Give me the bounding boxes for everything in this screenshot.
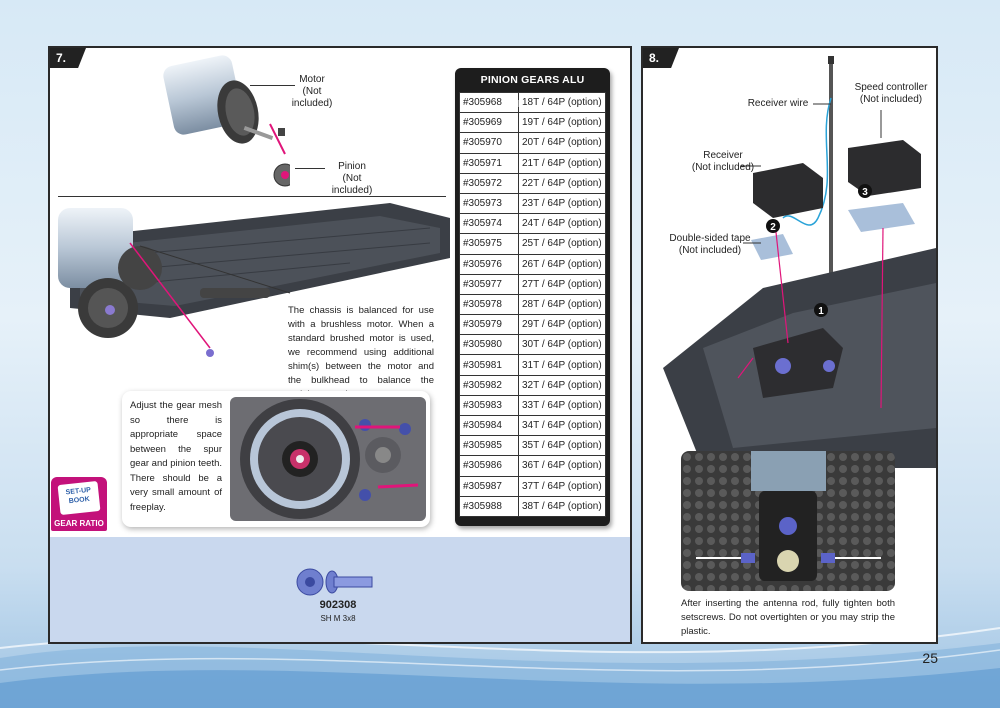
gear-spec-cell: 37T / 64P (option) — [518, 475, 606, 497]
background-swoosh — [0, 627, 1000, 708]
gear-spec-cell: 23T / 64P (option) — [518, 192, 606, 215]
screw-code: 902308 — [319, 599, 357, 611]
motor-illustration — [163, 55, 290, 187]
callout-2: 2 — [770, 222, 776, 233]
part-number-cell: #305975 — [459, 233, 519, 255]
callout-3: 3 — [862, 187, 868, 198]
setup-book-caption: GEAR RATIO — [54, 519, 104, 528]
screw-desc: SH M 3x8 — [320, 614, 356, 623]
part-number-cell: #305978 — [459, 293, 519, 316]
gear-spec-cell: 25T / 64P (option) — [518, 233, 606, 255]
part-number-cell: #305980 — [459, 334, 519, 356]
leader-line — [250, 85, 295, 86]
step-number: 7. — [50, 48, 86, 68]
gear-spec-cell: 33T / 64P (option) — [518, 394, 606, 417]
gear-spec-cell: 34T / 64P (option) — [518, 414, 606, 437]
page-number: 25 — [922, 650, 938, 666]
speed-controller-label: Speed controller (Not included) — [854, 82, 928, 105]
part-number-cell: #305986 — [459, 455, 519, 477]
gear-spec-cell: 22T / 64P (option) — [518, 172, 606, 194]
gear-spec-cell: 24T / 64P (option) — [518, 213, 606, 235]
gear-spec-cell: 28T / 64P (option) — [518, 293, 606, 316]
part-number-cell: #305979 — [459, 314, 519, 336]
receiver-label: Receiver (Not included) — [691, 150, 755, 173]
step-number: 8. — [643, 48, 679, 68]
part-number-cell: #305977 — [459, 273, 519, 295]
motor-label: Motor (Not included) — [291, 74, 333, 109]
part-number-cell: #305970 — [459, 132, 519, 154]
gear-spec-cell: 31T / 64P (option) — [518, 354, 606, 376]
gear-spec-cell: 26T / 64P (option) — [518, 253, 606, 275]
part-number-cell: #305976 — [459, 253, 519, 275]
gear-spec-cell: 38T / 64P (option) — [518, 495, 606, 517]
divider — [58, 196, 446, 197]
pinion-table-title: PINION GEARS ALU HARDCOATED — [480, 74, 585, 110]
antenna-closeup — [681, 451, 895, 591]
part-number-cell: #305982 — [459, 374, 519, 396]
part-number-cell: #305981 — [459, 354, 519, 376]
part-number-cell: #305974 — [459, 213, 519, 235]
parts-band: 902308 SH M 3x8 — [50, 537, 630, 642]
part-number-cell: #305973 — [459, 192, 519, 215]
step-7-panel: 7. Motor (Not included) Pinion (Not incl… — [48, 46, 632, 644]
gear-spec-cell: 20T / 64P (option) — [518, 132, 606, 154]
pinion-label: Pinion (Not included) — [331, 161, 373, 196]
gear-spec-cell: 36T / 64P (option) — [518, 455, 606, 477]
gear-spec-cell: 21T / 64P (option) — [518, 152, 606, 174]
part-number-cell: #305983 — [459, 394, 519, 417]
part-number-cell: #305987 — [459, 475, 519, 497]
part-number-cell: #305988 — [459, 495, 519, 517]
receiver-wire-label: Receiver wire — [747, 98, 809, 109]
part-number-cell: #305985 — [459, 435, 519, 457]
setup-book-badge[interactable]: SET-UP BOOK GEAR RATIO — [51, 477, 107, 531]
part-number-cell: #305971 — [459, 152, 519, 174]
gear-spec-cell: 35T / 64P (option) — [518, 435, 606, 457]
gear-spec-cell: 30T / 64P (option) — [518, 334, 606, 356]
gear-mesh-box: Adjust the gear mesh so there is appropr… — [122, 391, 430, 527]
step-8-panel: 8. 1 2 3 Receiver — [641, 46, 938, 644]
chassis-illustration — [50, 198, 450, 398]
gear-spec-cell: 32T / 64P (option) — [518, 374, 606, 396]
electronics-illustration: 1 2 3 — [663, 56, 936, 468]
part-number-cell: #305984 — [459, 414, 519, 437]
callout-1: 1 — [818, 306, 824, 317]
gear-spec-cell: 27T / 64P (option) — [518, 273, 606, 295]
leader-line — [295, 168, 325, 169]
screw-icon — [296, 568, 373, 596]
antenna-note: After inserting the antenna rod, fully t… — [681, 598, 895, 637]
spur-gear-illustration — [230, 397, 426, 521]
chassis-note: The chassis is balanced for use with a b… — [288, 305, 434, 400]
part-number-cell: #305972 — [459, 172, 519, 194]
gear-spec-cell: 29T / 64P (option) — [518, 314, 606, 336]
gear-mesh-note: Adjust the gear mesh so there is appropr… — [130, 400, 222, 513]
tape-label: Double-sided tape (Not included) — [669, 233, 751, 256]
